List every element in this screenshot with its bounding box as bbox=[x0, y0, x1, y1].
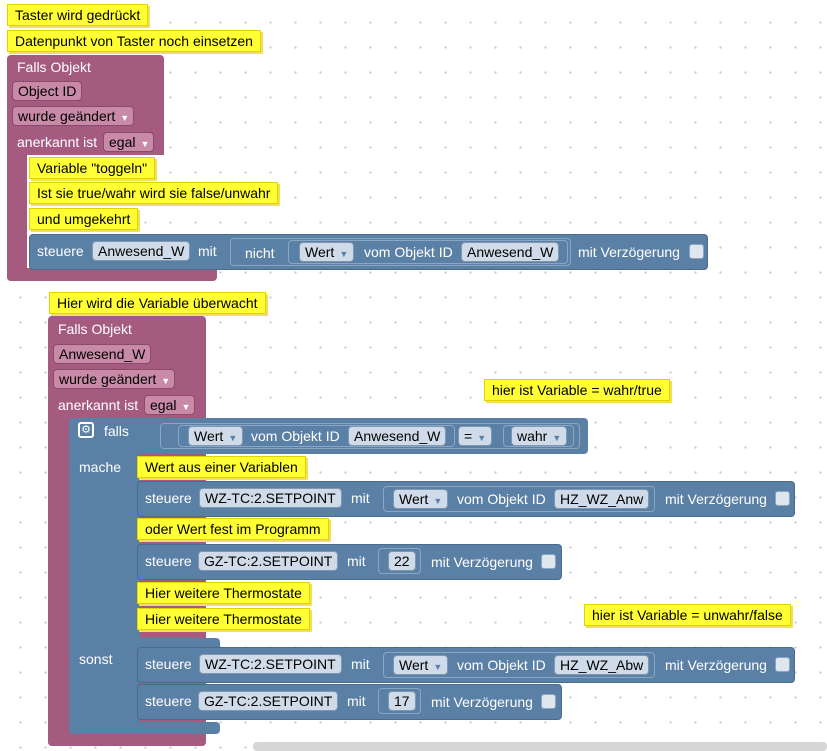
comment[interactable]: Hier weitere Thermostate bbox=[137, 608, 310, 630]
target-id-field[interactable]: GZ-TC:2.SETPOINT bbox=[198, 551, 339, 571]
comment[interactable]: Datenpunkt von Taster noch einsetzen bbox=[7, 30, 261, 52]
chevron-down-icon: ▼ bbox=[140, 139, 150, 149]
delay-label: mit Verzögerung bbox=[665, 657, 767, 673]
delay-checkbox[interactable] bbox=[775, 491, 790, 506]
delay-label: mit Verzögerung bbox=[665, 491, 767, 507]
with-label: mit bbox=[351, 656, 370, 672]
from-object-label: vom Objekt ID bbox=[457, 657, 546, 673]
chevron-down-icon: ▼ bbox=[552, 433, 562, 443]
ack-label: anerkannt ist bbox=[17, 134, 98, 150]
chevron-down-icon: ▼ bbox=[228, 433, 238, 443]
trigger-label: Falls Objekt bbox=[17, 59, 91, 75]
ack-label: anerkannt ist bbox=[58, 397, 139, 413]
value-type-dropdown[interactable]: Wert▼ bbox=[188, 426, 244, 446]
chevron-down-icon: ▼ bbox=[161, 376, 171, 386]
operator-dropdown[interactable]: =▼ bbox=[458, 426, 493, 446]
trigger-block-2-foot bbox=[48, 735, 206, 746]
target-id-field[interactable]: WZ-TC:2.SETPOINT bbox=[199, 654, 342, 674]
with-label: mit bbox=[198, 243, 217, 259]
object-id-field[interactable]: Anwesend_W bbox=[53, 344, 152, 364]
target-id-field[interactable]: Anwesend_W bbox=[92, 241, 191, 261]
chevron-down-icon: ▼ bbox=[433, 662, 443, 672]
if-else-block[interactable] bbox=[69, 418, 140, 734]
source-id-field[interactable]: Anwesend_W bbox=[461, 242, 560, 262]
comment[interactable]: hier ist Variable = unwahr/false bbox=[584, 604, 791, 626]
chevron-down-icon: ▼ bbox=[181, 402, 191, 412]
delay-label: mit Verzögerung bbox=[431, 554, 533, 570]
control-label: steuere bbox=[145, 693, 192, 709]
chevron-down-icon: ▼ bbox=[339, 249, 349, 259]
comment[interactable]: Taster wird gedrückt bbox=[7, 4, 149, 26]
control-label: steuere bbox=[145, 656, 192, 672]
trigger-label: Falls Objekt bbox=[58, 321, 132, 337]
control-label: steuere bbox=[145, 490, 192, 506]
delay-checkbox[interactable] bbox=[689, 244, 704, 259]
comment[interactable]: Wert aus einer Variablen bbox=[137, 456, 306, 478]
comment[interactable]: Hier weitere Thermostate bbox=[137, 582, 310, 604]
comment[interactable]: Hier wird die Variable überwacht bbox=[49, 292, 266, 314]
gear-icon[interactable]: ⚙ bbox=[78, 422, 94, 438]
if-block-foot bbox=[69, 722, 220, 734]
ack-dropdown[interactable]: egal▼ bbox=[144, 395, 196, 415]
object-id-field[interactable]: Object ID bbox=[12, 81, 83, 101]
chevron-down-icon: ▼ bbox=[477, 433, 487, 443]
ack-dropdown[interactable]: egal▼ bbox=[103, 132, 155, 152]
do-label: mache bbox=[79, 459, 122, 475]
delay-label: mit Verzögerung bbox=[578, 244, 680, 260]
target-id-field[interactable]: GZ-TC:2.SETPOINT bbox=[198, 691, 339, 711]
comment[interactable]: Ist sie true/wahr wird sie false/unwahr bbox=[29, 182, 279, 204]
source-id-field[interactable]: HZ_WZ_Anw bbox=[554, 489, 650, 509]
source-id-field[interactable]: Anwesend_W bbox=[348, 426, 447, 446]
number-field[interactable]: 17 bbox=[388, 691, 416, 711]
delay-label: mit Verzögerung bbox=[431, 694, 533, 710]
else-label: sonst bbox=[79, 651, 113, 667]
value-type-dropdown[interactable]: Wert▼ bbox=[393, 489, 449, 509]
control-label: steuere bbox=[37, 243, 84, 259]
with-label: mit bbox=[347, 553, 366, 569]
with-label: mit bbox=[351, 490, 370, 506]
number-field[interactable]: 22 bbox=[388, 551, 416, 571]
target-id-field[interactable]: WZ-TC:2.SETPOINT bbox=[199, 488, 342, 508]
not-label: nicht bbox=[245, 245, 275, 261]
from-object-label: vom Objekt ID bbox=[457, 491, 546, 507]
if-label: falls bbox=[104, 423, 129, 439]
from-object-label: vom Objekt ID bbox=[364, 244, 453, 260]
value-type-dropdown[interactable]: Wert▼ bbox=[393, 655, 449, 675]
boolean-dropdown[interactable]: wahr▼ bbox=[511, 426, 568, 446]
value-type-dropdown[interactable]: Wert▼ bbox=[299, 242, 355, 262]
horizontal-scrollbar[interactable] bbox=[253, 742, 827, 751]
with-label: mit bbox=[347, 693, 366, 709]
chevron-down-icon: ▼ bbox=[120, 113, 130, 123]
change-dropdown[interactable]: wurde geändert▼ bbox=[12, 106, 135, 126]
chevron-down-icon: ▼ bbox=[433, 496, 443, 506]
comment[interactable]: und umgekehrt bbox=[29, 208, 139, 230]
change-dropdown[interactable]: wurde geändert▼ bbox=[53, 369, 176, 389]
comment[interactable]: oder Wert fest im Programm bbox=[137, 518, 329, 540]
comment[interactable]: hier ist Variable = wahr/true bbox=[484, 379, 670, 401]
delay-checkbox[interactable] bbox=[775, 657, 790, 672]
comment[interactable]: Variable "toggeln" bbox=[29, 157, 156, 179]
delay-checkbox[interactable] bbox=[541, 694, 556, 709]
source-id-field[interactable]: HZ_WZ_Abw bbox=[554, 655, 650, 675]
control-label: steuere bbox=[145, 553, 192, 569]
from-object-label: vom Objekt ID bbox=[251, 428, 340, 444]
delay-checkbox[interactable] bbox=[541, 554, 556, 569]
